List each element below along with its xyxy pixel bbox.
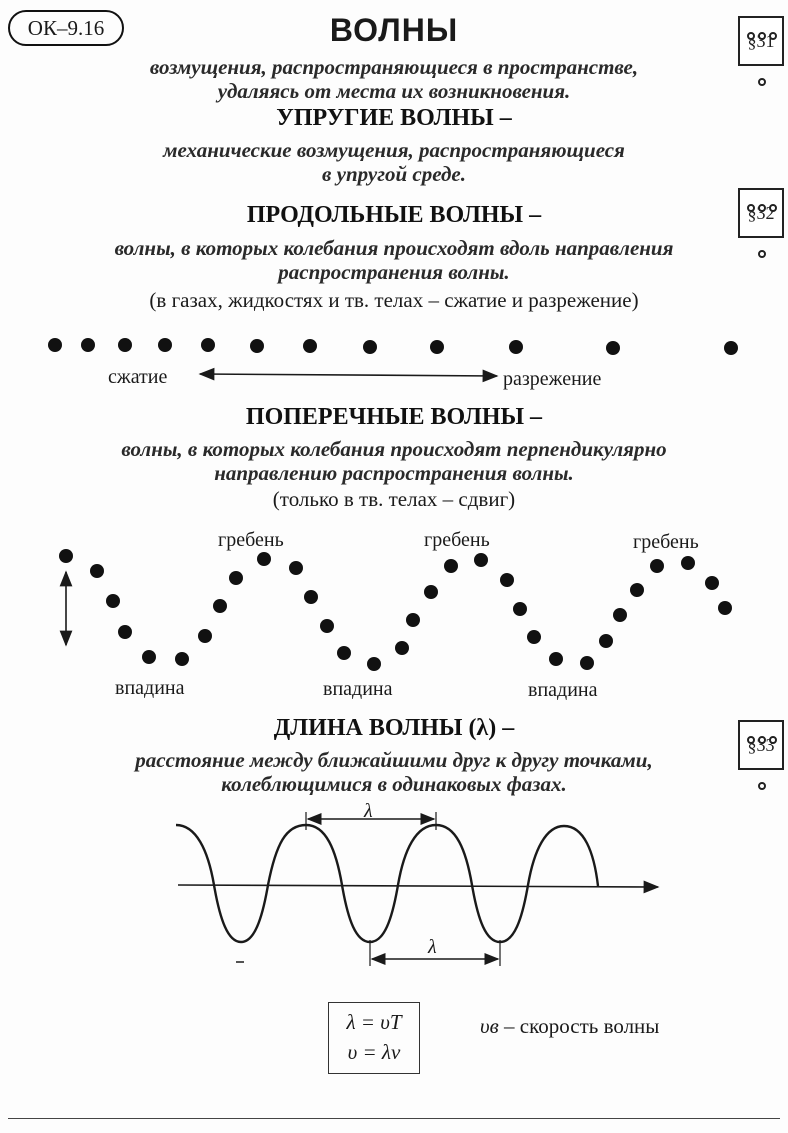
transverse-definition-line-2: направлению распространения волны. (214, 461, 574, 485)
section-ref-32: §32 (738, 188, 784, 258)
compression-label: сжатие (108, 366, 168, 388)
longitudinal-definition-line-2: распространения волны. (278, 260, 510, 284)
bottom-rule (8, 1118, 780, 1119)
particle (198, 629, 212, 643)
particle (513, 602, 527, 616)
rarefaction-label: разрежение (503, 368, 602, 390)
particle (257, 552, 271, 566)
particle (599, 634, 613, 648)
longitudinal-waves-heading: ПРОДОЛЬНЫЕ ВОЛНЫ – (246, 202, 542, 228)
particle (580, 656, 594, 670)
longitudinal-definition-line-1: волны, в которых колебания происходят вд… (114, 236, 674, 260)
wavelength-heading: ДЛИНА ВОЛНЫ (λ) – (273, 715, 515, 741)
transverse-note: (только в тв. телах – сдвиг) (272, 487, 516, 511)
particle (158, 338, 172, 352)
waves-definition-line-1: возмущения, распространяющиеся в простра… (149, 55, 639, 79)
trough-label-2: впадина (323, 678, 393, 700)
particle (424, 585, 438, 599)
formula-2: υ = λν (347, 1040, 401, 1064)
transverse-definition-line-1: волны, в которых колебания происходят пе… (121, 437, 667, 461)
lambda-label-top: λ (364, 800, 373, 822)
formula-box: λ = υT υ = λν (328, 1002, 420, 1074)
particle (367, 657, 381, 671)
particle (500, 573, 514, 587)
particle (718, 601, 732, 615)
transverse-particles (59, 549, 732, 671)
formula-1: λ = υT (346, 1010, 402, 1034)
elastic-definition-line-2: в упругой среде. (322, 162, 466, 186)
section-ref-31: §31 (738, 16, 784, 86)
wavelength-definition-line-2: колеблющимися в одинаковых фазах. (221, 772, 567, 796)
waves-definition-line-2: удаляясь от места их возникновения. (217, 79, 571, 103)
particle (406, 613, 420, 627)
particle (509, 340, 523, 354)
particle (118, 338, 132, 352)
particle (303, 339, 317, 353)
particle (59, 549, 73, 563)
crest-label-3: гребень (633, 531, 699, 553)
particle (395, 641, 409, 655)
wave-speed-legend: υв – скорость волны (480, 1014, 659, 1039)
particle (630, 583, 644, 597)
particle (474, 553, 488, 567)
notebook-rings-icon (744, 183, 782, 258)
particle (229, 571, 243, 585)
longitudinal-particles (48, 338, 738, 355)
transverse-waves-heading: ПОПЕРЕЧНЫЕ ВОЛНЫ – (245, 404, 543, 430)
section-ref-33: §33 (738, 720, 784, 790)
speed-symbol: υв (480, 1014, 499, 1038)
particle (142, 650, 156, 664)
wave-axis (177, 880, 660, 894)
elastic-definition-line-1: механические возмущения, распространяющи… (163, 138, 625, 162)
particle (48, 338, 62, 352)
particle (106, 594, 120, 608)
compression-rarefaction-arrow (198, 367, 499, 383)
lambda-label-bottom: λ (428, 936, 437, 958)
particle (250, 339, 264, 353)
particle (81, 338, 95, 352)
sheet-number-badge: ОК–9.16 (8, 10, 124, 46)
trough-label-3: впадина (528, 679, 598, 701)
crest-label-2: гребень (424, 529, 490, 551)
particle (549, 652, 563, 666)
particle (363, 340, 377, 354)
longitudinal-note: (в газах, жидкостях и тв. телах – сжатие… (149, 288, 639, 312)
particle (304, 590, 318, 604)
particle (650, 559, 664, 573)
particle (201, 338, 215, 352)
particle (175, 652, 189, 666)
particle (337, 646, 351, 660)
particle (320, 619, 334, 633)
particle (444, 559, 458, 573)
wavelength-definition-line-1: расстояние между ближайшими друг к другу… (135, 748, 653, 772)
particle (213, 599, 227, 613)
notebook-rings-icon (744, 11, 782, 86)
particle (527, 630, 541, 644)
particle (613, 608, 627, 622)
crest-label-1: гребень (218, 529, 284, 551)
particle (681, 556, 695, 570)
trough-label-1: впадина (115, 677, 185, 699)
particle (90, 564, 104, 578)
speed-text: – скорость волны (504, 1014, 660, 1038)
particle (118, 625, 132, 639)
particle (289, 561, 303, 575)
notebook-rings-icon (744, 715, 782, 790)
particle (430, 340, 444, 354)
particle (705, 576, 719, 590)
page-title: ВОЛНЫ (329, 12, 459, 48)
elastic-waves-heading: УПРУГИЕ ВОЛНЫ – (276, 105, 512, 131)
particle (724, 341, 738, 355)
sine-wave (175, 823, 600, 944)
particle (606, 341, 620, 355)
